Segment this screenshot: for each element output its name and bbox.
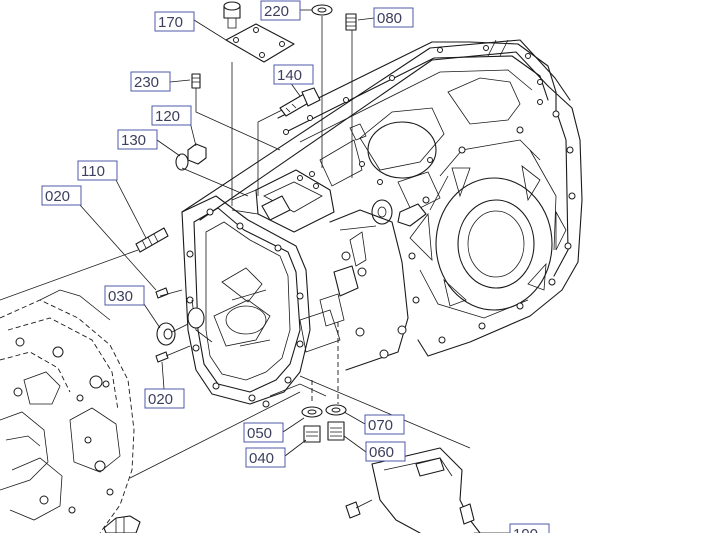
callout-140: 140 (273, 64, 314, 85)
callout-050: 050 (243, 422, 284, 443)
svg-text:110: 110 (81, 163, 105, 180)
loose-parts-drawing (135, 1, 481, 533)
svg-text:020: 020 (45, 188, 70, 205)
transmission-case-drawing (181, 39, 583, 408)
svg-text:060: 060 (369, 444, 394, 461)
callout-230: 230 (130, 71, 171, 92)
callout-170: 170 (154, 11, 195, 32)
svg-text:230: 230 (134, 74, 159, 91)
svg-text:170: 170 (158, 14, 183, 31)
callout-060: 060 (365, 441, 406, 462)
svg-text:080: 080 (377, 10, 402, 27)
adjacent-housing-drawing (0, 289, 141, 533)
callout-130: 130 (117, 129, 158, 150)
svg-text:130: 130 (121, 132, 146, 149)
svg-text:070: 070 (368, 417, 393, 434)
svg-text:220: 220 (264, 3, 289, 20)
svg-text:020: 020 (148, 391, 173, 408)
svg-text:190: 190 (513, 526, 538, 533)
callout-070: 070 (364, 414, 405, 435)
callout-020-lower: 020 (144, 388, 185, 409)
svg-text:030: 030 (108, 288, 133, 305)
callout-220: 220 (260, 0, 301, 21)
callout-110: 110 (77, 160, 118, 181)
svg-text:120: 120 (155, 108, 180, 125)
callout-120: 120 (151, 105, 192, 126)
leader-lines (0, 9, 510, 533)
callout-030: 030 (104, 285, 145, 306)
svg-text:050: 050 (247, 425, 272, 442)
callout-190: 190 (509, 523, 550, 533)
svg-text:040: 040 (249, 450, 274, 467)
callout-040: 040 (245, 447, 286, 468)
callout-020-upper: 020 (41, 185, 82, 206)
callout-080: 080 (373, 7, 414, 28)
svg-text:140: 140 (277, 67, 302, 84)
